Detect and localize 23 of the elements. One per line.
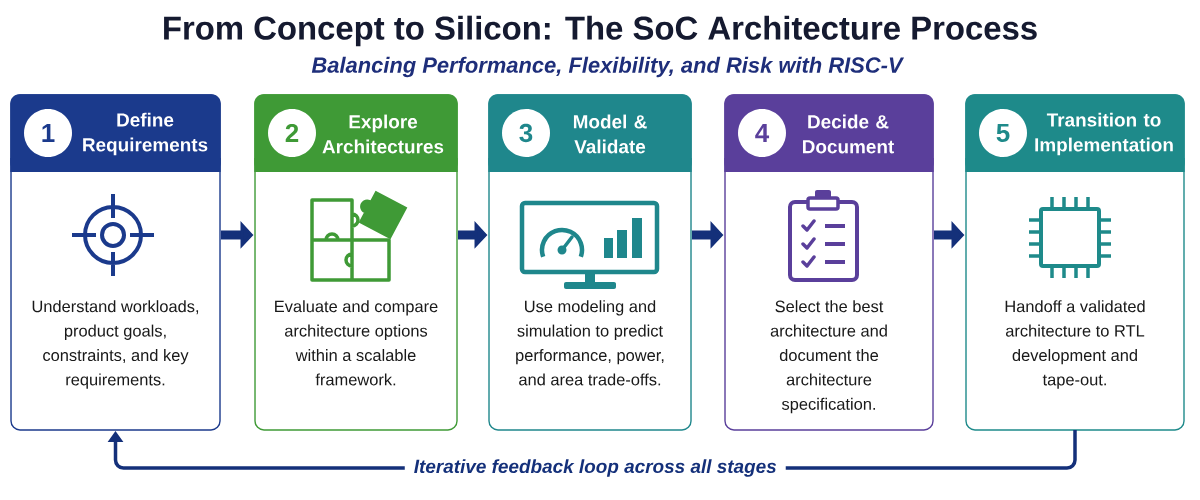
number-badge: 2: [268, 109, 316, 157]
step-description: Select the best architecture and document the architecture specification.: [770, 300, 887, 414]
step-card: [724, 94, 934, 431]
title: From Concept to Silicon: The SoC Architecture Process: [164, 15, 1037, 47]
step-description: Evaluate and compare architecture options within a scalable framework.: [275, 300, 438, 386]
edge-label: Iterative feedback loop across all stages: [404, 456, 786, 480]
step-description: Handoff a validated architecture to RTL development and tape-out.: [1005, 300, 1145, 389]
step-card: [488, 94, 692, 431]
number-badge: 4: [738, 109, 786, 157]
step-heading: Explore Architectures: [322, 114, 444, 154]
number-badge: 3: [502, 109, 550, 157]
step-heading: Transition to Implementation: [1035, 112, 1173, 156]
step-heading: Decide & Document: [803, 114, 895, 154]
subtitle: Balancing Performance, Flexibility, and Risk with RISC-V: [311, 56, 905, 78]
step-description: Use modeling and simulation to predict performance, power, and area trade-offs.: [516, 300, 664, 386]
number-badge: 1: [24, 109, 72, 157]
step-card: [965, 94, 1185, 431]
step-card: [254, 94, 458, 431]
number-badge: 5: [979, 109, 1027, 157]
step-heading: Model & Validate: [573, 114, 647, 154]
step-card: [10, 94, 221, 431]
step-heading: Define Requirements: [83, 112, 208, 156]
step-description: Understand workloads, product goals, constraints, and key requirements.: [32, 300, 199, 389]
